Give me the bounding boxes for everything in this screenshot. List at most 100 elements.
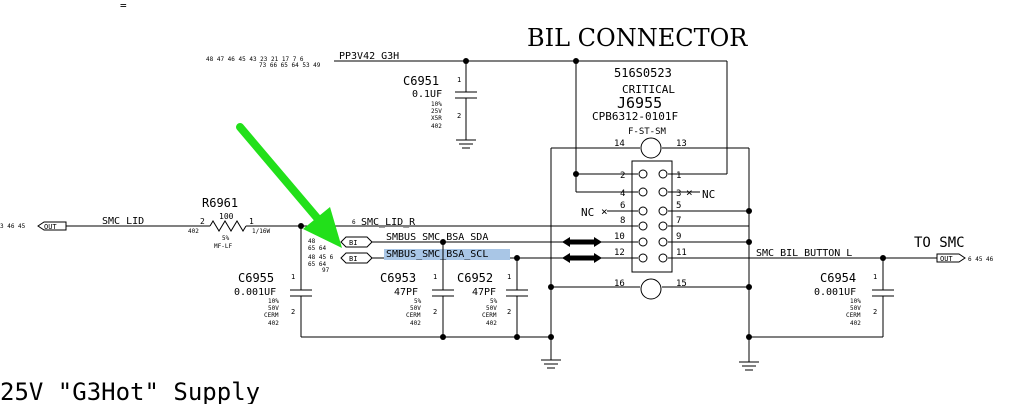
connector-pin-row-4: 8 7: [600, 216, 749, 231]
c6951-volt: 25V: [431, 108, 442, 115]
shield-pin-14: 14: [614, 139, 625, 149]
c6951-pin1: 1: [457, 76, 461, 84]
c6951-value: 0.1UF: [412, 89, 442, 100]
r6961-size: 402: [188, 228, 199, 235]
capacitor-c6952: C6952 47PF 5% 50V CERM 402 1 2: [457, 258, 528, 340]
connector-mpn: CPB6312-0101F: [592, 110, 678, 123]
pin-2: 2: [620, 171, 625, 181]
r6961-type: MF-LF: [214, 243, 232, 250]
c6952-size: 402: [486, 320, 497, 327]
c6952-ref: C6952: [457, 271, 493, 285]
c6955-tol: 10%: [268, 298, 279, 305]
pin-8: 8: [620, 216, 625, 226]
smc-lid-r-label: SMC_LID_R: [361, 217, 416, 228]
c6955-pin1: 1: [291, 273, 295, 281]
to-smc-label: TO SMC: [914, 235, 965, 251]
connector-part: 516S0523: [614, 66, 672, 80]
c6951-ref: C6951: [403, 74, 439, 88]
resistor-r6961: R6961 100 2 1 402 1/16W 5% MF-LF 6 SMC_L…: [188, 196, 632, 250]
nc-label-left: NC: [581, 206, 594, 219]
shield-pin-15: 15: [676, 279, 687, 289]
ground-symbol-left: [541, 334, 561, 369]
ground-symbol-right: [739, 361, 759, 371]
pin-3: 3: [676, 189, 681, 199]
c6951-tol: 10%: [431, 101, 442, 108]
c6955-diel: CERM: [264, 312, 279, 319]
nc-x-left: ×: [601, 205, 608, 218]
scl-label: SMBUS_SMC_BSA_SCL: [386, 249, 488, 260]
sda-label: SMBUS_SMC_BSA_SDA: [386, 232, 488, 243]
shield-pin-13: 13: [676, 139, 687, 149]
scl-refs-b: 65 64: [308, 261, 326, 268]
c6951-pin2: 2: [457, 112, 461, 120]
c6954-value: 0.001UF: [814, 287, 856, 298]
c6952-volt: 50V: [486, 305, 497, 312]
top-bar-mark: =: [120, 0, 127, 12]
c6955-size: 402: [268, 320, 279, 327]
nc-x-right: ×: [686, 186, 693, 199]
c6955-volt: 50V: [268, 305, 279, 312]
smc-lid-net: 3 46 45 OUT SMC_LID: [0, 216, 210, 231]
r6961-tol: 5%: [222, 235, 230, 242]
bil-button-refs: 6 45 46: [968, 256, 994, 263]
nc-label-right: NC: [702, 188, 715, 201]
pin-7: 7: [676, 216, 681, 226]
r6961-pin1: 1: [249, 217, 254, 226]
sda-refs-a: 48: [308, 238, 316, 245]
scl-refs-a: 48 45 6: [308, 254, 334, 261]
smc-lid-label: SMC_LID: [102, 216, 144, 227]
pin-5: 5: [676, 201, 681, 211]
c6955-pin2: 2: [291, 308, 295, 316]
sda-port: BI: [349, 239, 357, 247]
smc-lid-refs: 3 46 45: [0, 223, 26, 230]
connector-pin-row-2: 4 3: [600, 187, 700, 199]
c6954-volt: 50V: [850, 305, 861, 312]
c6952-tol: 5%: [490, 298, 498, 305]
connector-ref: J6955: [617, 94, 662, 112]
section-title: BIL CONNECTOR: [527, 24, 748, 52]
connector-pin-row-3: 6 5: [607, 201, 749, 216]
connector-critical: CRITICAL: [622, 83, 675, 96]
c6952-pin1: 1: [507, 273, 511, 281]
green-pointer-arrow: [236, 123, 342, 248]
pin-9: 9: [676, 232, 681, 242]
scl-highlight: [384, 249, 510, 260]
c6954-pin2: 2: [873, 308, 877, 316]
capacitor-c6954: C6954 0.001UF 10% 50V CERM 402 1 2: [746, 258, 894, 340]
c6955-value: 0.001UF: [234, 287, 276, 298]
connector-pin-row-1: 2 1: [600, 169, 700, 181]
c6953-pin2: 2: [433, 308, 437, 316]
bil-button-port: OUT: [940, 255, 953, 263]
c6952-value: 47PF: [472, 287, 496, 298]
bil-button-net: SMC_BIL_BUTTON_L OUT 6 45 46 TO SMC: [668, 235, 994, 263]
power-refs-top: 48 47 46 45 43 23 21 17 7 6: [206, 56, 304, 63]
r6961-ref: R6961: [202, 196, 238, 210]
c6953-pin1: 1: [433, 273, 437, 281]
c6951-diel: X5R: [431, 115, 442, 122]
connector-j6955: 516S0523 CRITICAL J6955 CPB6312-0101F F-…: [548, 61, 752, 362]
c6953-tol: 5%: [414, 298, 422, 305]
smc-lid-port: OUT: [44, 223, 57, 231]
c6955-ref: C6955: [238, 271, 274, 285]
capacitor-c6953: C6953 47PF 5% 50V CERM 402 1 2: [380, 242, 454, 340]
r6961-power: 1/16W: [252, 228, 270, 235]
smc-lid-r-ref: 6: [352, 219, 356, 226]
pin-6: 6: [620, 201, 625, 211]
c6954-pin1: 1: [873, 273, 877, 281]
c6953-size: 402: [410, 320, 421, 327]
pin-10: 10: [614, 232, 625, 242]
net-break-markers: [562, 237, 602, 263]
bil-button-label: SMC_BIL_BUTTON_L: [756, 248, 852, 259]
sda-refs-b: 65 64: [308, 245, 326, 252]
capacitor-c6951: C6951 0.1UF 10% 25V X5R 402 1 2: [403, 61, 477, 149]
scl-port: BI: [349, 255, 357, 263]
c6953-volt: 50V: [410, 305, 421, 312]
c6953-value: 47PF: [394, 287, 418, 298]
power-refs-bottom: 73 66 65 64 53 49: [259, 62, 321, 69]
capacitor-c6955: C6955 0.001UF 10% 50V CERM 402 1 2: [234, 226, 551, 338]
c6952-pin2: 2: [507, 308, 511, 316]
r6961-pin2: 2: [200, 217, 205, 226]
c6953-diel: CERM: [406, 312, 421, 319]
shield-pin-16: 16: [614, 279, 625, 289]
